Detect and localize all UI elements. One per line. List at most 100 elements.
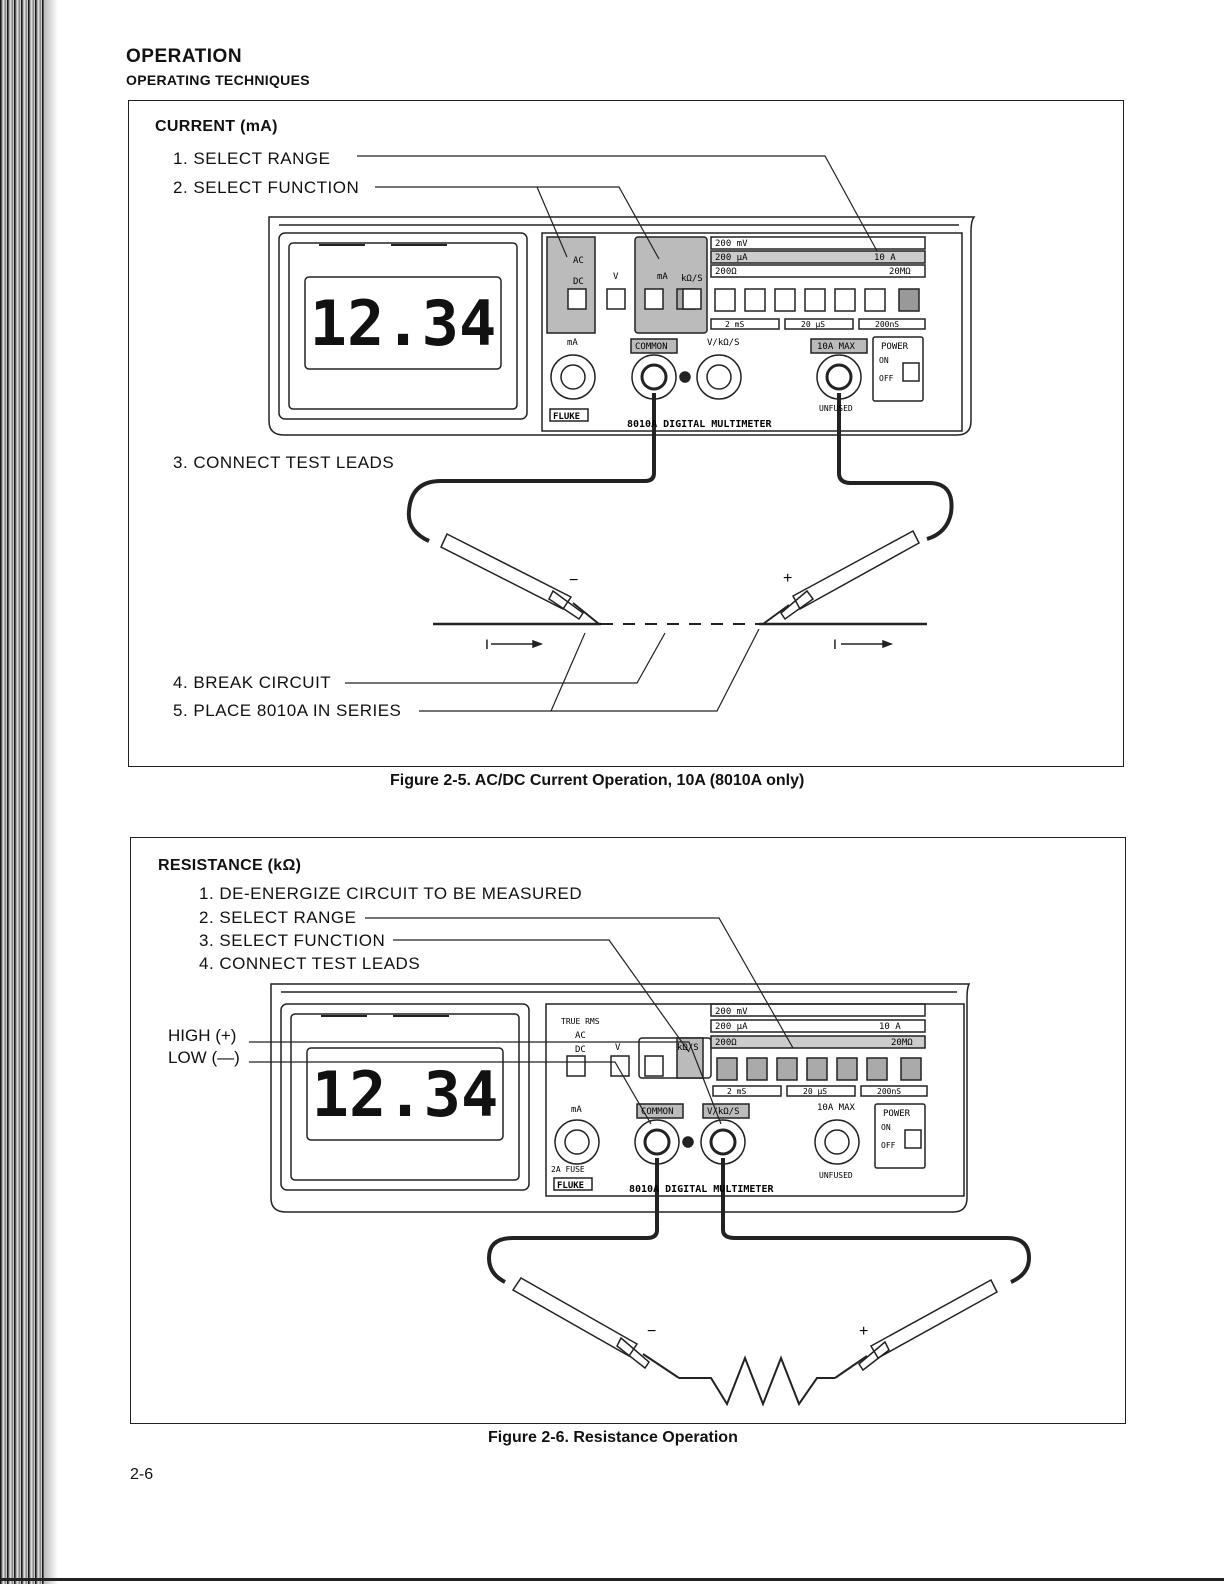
label-dc: DC — [573, 277, 584, 287]
figure-resistance-operation: RESISTANCE (kΩ) 1. DE-ENERGIZE CIRCUIT T… — [130, 837, 1126, 1424]
label-v-2: V — [615, 1043, 621, 1053]
step-connect-leads-2: 4. CONNECT TEST LEADS — [199, 954, 421, 973]
range-button-2-7[interactable] — [900, 1057, 922, 1081]
range2-200mv: 200 mV — [715, 1007, 748, 1017]
range-200ohm: 200Ω — [715, 267, 737, 277]
range-200mv: 200 mV — [715, 239, 748, 249]
lcd-reading: 12.34 — [310, 287, 497, 360]
range-200ua: 200 μA — [715, 253, 748, 263]
range-button-2-1[interactable] — [716, 1057, 738, 1081]
ac-dc-selector[interactable] — [546, 236, 596, 334]
range-button-3[interactable] — [774, 288, 796, 312]
probe-positive-2 — [869, 1278, 998, 1360]
section-heading: OPERATION — [126, 46, 243, 67]
range-button-10a[interactable] — [898, 288, 920, 312]
cond-2ms: 2 mS — [725, 320, 744, 329]
jack-common-label: COMMON — [635, 342, 668, 352]
fluke-brand: FLUKE — [553, 412, 580, 422]
leader-select-range — [357, 155, 878, 252]
figure-title-current: CURRENT (mA) — [155, 118, 278, 135]
jack-vkohm-label: V/kΩ/S — [707, 338, 740, 348]
label-ma-fn: mA — [657, 272, 668, 282]
polarity-negative-2: − — [647, 1323, 656, 1340]
display-bezel-2 — [280, 1003, 530, 1191]
button-kohm[interactable] — [682, 288, 702, 310]
jack-10a-label: 10A MAX — [817, 342, 856, 352]
range-button-4[interactable] — [804, 288, 826, 312]
figure-2-6-caption: Figure 2-6. Resistance Operation — [488, 1429, 738, 1446]
power-off-2: OFF — [881, 1141, 896, 1150]
range-button-1[interactable] — [714, 288, 736, 312]
range-button-2-6[interactable] — [866, 1057, 888, 1081]
jack-v-kohm[interactable] — [696, 354, 742, 400]
fuse-label-2: 2A FUSE — [551, 1165, 585, 1174]
cond2-200ns: 200nS — [877, 1087, 901, 1096]
range-20mohm: 20MΩ — [889, 267, 911, 277]
power-label: POWER — [881, 342, 909, 352]
jack-10a[interactable] — [816, 354, 862, 400]
test-lead-red — [837, 393, 954, 541]
range-button-5[interactable] — [834, 288, 856, 312]
current-diagram: 12.34 V kΩ/S mA AC DC 200 mV 200 μA 200Ω… — [268, 155, 976, 712]
book-binding-edge — [0, 0, 44, 1584]
front-panel-2 — [545, 1003, 965, 1197]
jack-10a-label-2: 10A MAX — [817, 1103, 856, 1113]
power-button[interactable] — [902, 362, 920, 382]
label-ac: AC — [573, 256, 584, 266]
jack-ma-2[interactable] — [554, 1119, 600, 1165]
front-panel — [541, 232, 963, 432]
button-v[interactable] — [606, 288, 626, 310]
label-dc-2: DC — [575, 1045, 586, 1055]
resistance-diagram: 12.34 TRUE RMS AC DC V kΩ/S 200 mV 200 μ… — [249, 917, 1032, 1407]
lcd-window-2 — [306, 1047, 504, 1141]
leader-break-circuit — [345, 632, 666, 684]
label-kohm-2: kΩ/S — [677, 1043, 699, 1053]
power-button-2[interactable] — [904, 1129, 922, 1149]
jack-ma-label: mA — [567, 338, 578, 348]
leader-high — [249, 1041, 722, 1125]
meter-model-2: 8010A DIGITAL MULTIMETER — [629, 1184, 774, 1195]
cond-200ns: 200nS — [875, 320, 899, 329]
cond-20us: 20 μS — [801, 320, 825, 329]
leader-low — [249, 1061, 652, 1125]
test-lead-red-2 — [721, 1158, 1032, 1284]
jack-common-2[interactable] — [634, 1119, 680, 1165]
jack-ma[interactable] — [550, 354, 596, 400]
jack-ma-label-2: mA — [571, 1105, 582, 1115]
meter-case — [268, 216, 976, 436]
step-place-in-series: 5. PLACE 8010A IN SERIES — [173, 701, 402, 720]
low-label: LOW (—) — [168, 1048, 240, 1067]
meter-case-2 — [270, 983, 971, 1213]
range2-20mohm: 20MΩ — [891, 1038, 913, 1048]
probe-negative — [440, 532, 573, 610]
jack-v-kohm-2[interactable] — [700, 1119, 746, 1165]
range-button-2-5[interactable] — [836, 1057, 858, 1081]
button-v-2[interactable] — [610, 1055, 630, 1077]
fluke-brand-2: FLUKE — [557, 1181, 584, 1191]
unfused-label-2: UNFUSED — [819, 1171, 853, 1180]
lcd-window — [304, 276, 502, 370]
step-break-circuit: 4. BREAK CIRCUIT — [173, 673, 332, 692]
range-button-2-2[interactable] — [746, 1057, 768, 1081]
page-number: 2-6 — [130, 1466, 154, 1483]
polarity-positive-2: + — [859, 1323, 868, 1340]
step-connect-leads: 3. CONNECT TEST LEADS — [173, 453, 395, 472]
range-button-2-4[interactable] — [806, 1057, 828, 1081]
polarity-negative: − — [569, 572, 578, 589]
high-label: HIGH (+) — [168, 1026, 237, 1045]
jack-common[interactable] — [631, 354, 677, 400]
resistor-symbol — [679, 1355, 835, 1407]
bottom-rule — [0, 1578, 1224, 1581]
jack-10a-2[interactable] — [814, 1119, 860, 1165]
range-button-2[interactable] — [744, 288, 766, 312]
jack-common-label-2: COMMON — [641, 1107, 674, 1117]
range-button-6[interactable] — [864, 288, 886, 312]
label-ac-2: AC — [575, 1031, 586, 1041]
unfused-label: UNFUSED — [819, 404, 853, 413]
test-lead-black-2 — [486, 1158, 659, 1284]
power-on: ON — [879, 356, 889, 365]
range-button-2-3[interactable] — [776, 1057, 798, 1081]
leader-select-function-2 — [393, 939, 690, 1053]
figure-2-5-caption: Figure 2-5. AC/DC Current Operation, 10A… — [390, 772, 805, 789]
ac-dc-button-2[interactable] — [566, 1055, 586, 1077]
